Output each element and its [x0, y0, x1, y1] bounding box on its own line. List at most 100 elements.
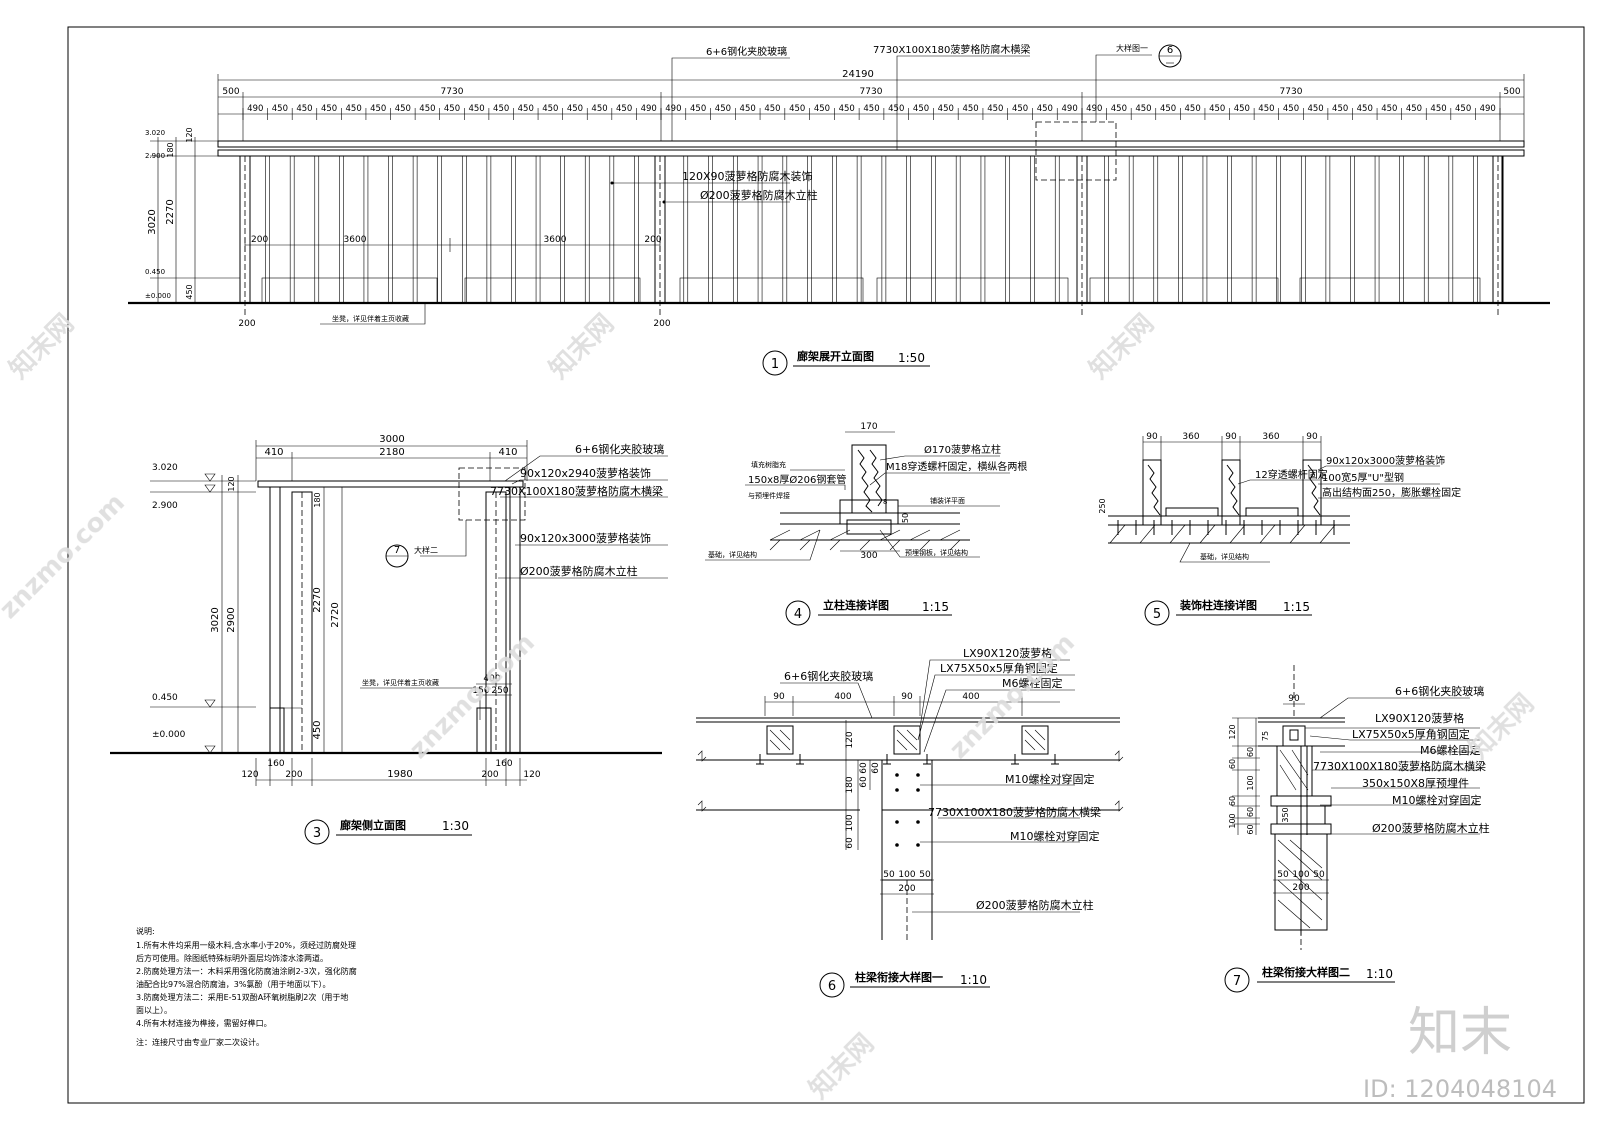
elev-rafter	[832, 155, 837, 304]
spacing-dim-label: 450	[938, 104, 954, 114]
elev-height-top: 180	[166, 142, 175, 157]
d6-lbl-5: 7730X100X180菠萝格防腐木横梁	[928, 805, 1101, 819]
elev-rafter	[1325, 155, 1331, 304]
elev-rafter	[265, 155, 270, 304]
d6-lbl-3: M6螺栓固定	[1002, 676, 1063, 690]
elev-rafter	[461, 155, 467, 304]
detail-6: 90 400 90 400 120 180 100 60 60 60 60 50…	[696, 646, 1124, 998]
elev-col-offset-2: 200	[644, 235, 661, 245]
bay-dim-2: 7730	[860, 87, 883, 97]
d6-title: 柱梁衔接大样图一	[855, 970, 943, 984]
side-scale: 1:30	[442, 819, 469, 833]
spacing-dim-label: 450	[542, 104, 558, 114]
d7-lbl-4: 7730X100X180菠萝格防腐木横梁	[1313, 759, 1486, 773]
d7-lbl-5: 350x150X8厚预埋件	[1362, 777, 1469, 790]
elev-rafter	[1423, 155, 1429, 304]
end-dim-right: 500	[1503, 87, 1520, 97]
side-bench-150: 150	[472, 686, 489, 696]
wm-2: 知末网	[544, 309, 620, 385]
d7-b-50b: 50	[1313, 870, 1325, 880]
side-b-120-right: 120	[523, 770, 540, 780]
side-lbl-glass: 6+6钢化夹胶玻璃	[575, 442, 664, 456]
elev-height-col: 2270	[165, 199, 176, 224]
elev-level-mid: 2.900	[145, 152, 165, 160]
spacing-dim-label: 450	[1160, 104, 1176, 114]
side-b-200-right: 200	[481, 770, 498, 780]
elevation-rafters	[239, 155, 1504, 315]
d5-lbl-1: 90x120x3000菠萝格装饰	[1326, 454, 1445, 467]
d7-title-marker	[1224, 967, 1250, 993]
d6-top-2: 400	[834, 692, 851, 702]
spacing-dim-label: 450	[1111, 104, 1127, 114]
elev-bench	[1299, 277, 1481, 304]
d7-lbl-2: LX75X50x5厚角钢固定	[1352, 727, 1470, 741]
elev-title-marker	[762, 350, 788, 376]
spacing-dim-label: 450	[616, 104, 632, 114]
elev-glass-label: 6+6钢化夹胶玻璃	[706, 45, 787, 58]
spacing-dim-label: 450	[913, 104, 929, 114]
wm-brand: 知末	[1408, 1003, 1512, 1063]
notes: 说明: 1.所有木件均采用一级木料,含水率小于20%，须经过防腐处理 后方可使用…	[136, 926, 357, 1047]
side-h-2270: 2270	[312, 587, 323, 612]
elev-height-cap: 120	[185, 127, 194, 142]
d6-hole	[916, 773, 920, 777]
spacing-dim-label: 450	[468, 104, 484, 114]
elev-rafter	[955, 155, 961, 304]
spacing-dim-label: 450	[296, 104, 312, 114]
spacing-dim-label: 450	[346, 104, 362, 114]
elev-rafter	[388, 155, 393, 304]
side-b-160-left: 160	[267, 759, 284, 769]
d6-v-100: 100	[845, 814, 855, 831]
spacing-dim-label: 490	[247, 104, 263, 114]
elev-rafter	[931, 155, 936, 304]
d6-hole	[895, 788, 899, 792]
d7-lbl-7: Ø200菠萝格防腐木立柱	[1372, 821, 1490, 835]
side-bench-400: 400	[483, 674, 500, 684]
spacing-dim-label: 450	[518, 104, 534, 114]
d5-lbl-found: 基础，详见结构	[1200, 552, 1249, 561]
side-title: 廊架侧立面图	[340, 818, 406, 832]
notes-line-1: 1.所有木件均采用一级木料,含水率小于20%，须经过防腐处理	[136, 940, 356, 950]
d7-v-75: 75	[1261, 731, 1270, 741]
side-b-1980: 1980	[387, 769, 412, 780]
side-w-mid: 2180	[379, 447, 404, 458]
spacing-dim-label: 450	[493, 104, 509, 114]
spacing-dim-label: 450	[962, 104, 978, 114]
elev-rafter	[1178, 155, 1183, 304]
spacing-dim-label: 450	[888, 104, 904, 114]
d7-v-350: 350	[1281, 807, 1290, 822]
elev-level-bench: 0.450	[145, 268, 165, 276]
d7-vdim-label: 100	[1228, 813, 1237, 828]
d7-title-num: 7	[1233, 974, 1241, 989]
spacing-dim-label: 490	[1480, 104, 1496, 114]
d6-hole	[916, 788, 920, 792]
detail-4: 170 300 8 50 Ø170菠萝格立柱 M18穿透螺杆固定，横纵各两根 铺…	[705, 422, 1027, 626]
elev-rafter	[511, 155, 516, 304]
spacing-dim-label: 450	[740, 104, 756, 114]
d6-lbl-6: M10螺栓对穿固定	[1010, 829, 1100, 843]
detail-box	[1035, 121, 1117, 181]
side-h-col: 2900	[226, 607, 237, 632]
elev-col-offset-3: 200	[238, 319, 255, 329]
notes-line-5: 3.防腐处理方法二：采用E-51双酚A环氧树脂刷2次（用于地	[136, 992, 348, 1002]
d4-title-marker	[785, 600, 811, 626]
side-detail-label: 大样二	[414, 545, 438, 555]
elev-rafter	[634, 155, 639, 304]
spacing-dim-label: 450	[690, 104, 706, 114]
side-lv-ground: ±0.000	[152, 730, 186, 740]
spacing-dim-label: 450	[419, 104, 435, 114]
d7-b-50a: 50	[1277, 870, 1289, 880]
d5-lbl-4: 高出结构面250，膨胀螺栓固定	[1322, 486, 1461, 499]
d6-lbl-7: Ø200菠萝格防腐木立柱	[976, 898, 1094, 912]
d6-v-120: 120	[845, 731, 855, 748]
elev-rafter-label: 120X90菠萝格防腐木装饰	[682, 169, 813, 183]
elev-rafter	[1128, 155, 1134, 304]
d4-scale: 1:15	[922, 600, 949, 614]
d6-v-60a: 60	[859, 762, 869, 774]
notes-line-4: 油配合比97%混合防腐油，3%氯酚（用于地面以下）。	[136, 979, 330, 989]
d4-dim-50: 50	[901, 513, 910, 523]
d6-hole	[895, 843, 899, 847]
d7-vdim-label: 100	[1246, 775, 1255, 790]
elev-col-space-2: 3600	[544, 235, 567, 245]
elev-detail-label: 大样图一	[1116, 43, 1148, 53]
